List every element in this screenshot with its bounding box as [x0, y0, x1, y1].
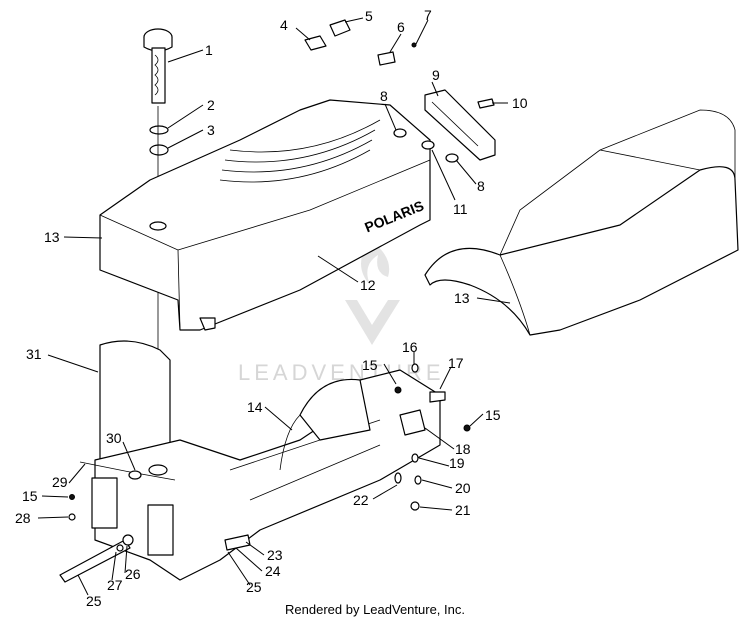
- stud-part-8-lower: [445, 153, 459, 163]
- stud-part-11: [421, 140, 435, 150]
- screw-part-7: [411, 42, 417, 48]
- spacer-part-20: [414, 475, 422, 485]
- callout-labels: 1 2 3 4 5 6 7 8 8 9 10 11 12 13 13 14 15…: [15, 7, 528, 609]
- nut-part-15-left: [69, 494, 75, 500]
- footer-credit: Rendered by LeadVenture, Inc.: [285, 602, 465, 617]
- nut-part-15-top: [394, 386, 402, 394]
- heat-shield-part-31: [99, 340, 171, 471]
- hose-part-14: [279, 414, 301, 471]
- callout-25-right: 25: [246, 579, 262, 595]
- washer-part-28: [68, 513, 76, 521]
- callout-27: 27: [107, 577, 123, 593]
- callout-8-lower: 8: [477, 178, 485, 194]
- rivet-part-16: [411, 363, 419, 373]
- grommet-part-2: [149, 125, 169, 135]
- callout-11: 11: [453, 201, 468, 217]
- callout-20: 20: [455, 480, 471, 496]
- nut-part-15-right: [463, 424, 471, 432]
- screw-part-10: [477, 98, 495, 109]
- fuel-cap-part-1: [143, 28, 173, 104]
- fitting-part-26: [122, 534, 134, 546]
- fuel-tank-assembly: [91, 369, 441, 581]
- callout-8-upper: 8: [380, 88, 388, 104]
- callout-19: 19: [449, 455, 465, 471]
- callout-21: 21: [455, 502, 471, 518]
- stud-part-8-upper: [393, 128, 407, 138]
- callout-23: 23: [267, 547, 283, 563]
- callout-31: 31: [26, 346, 42, 362]
- grommet-part-3: [149, 144, 169, 156]
- callout-13-right: 13: [454, 290, 470, 306]
- fuel-line-part-25: [59, 539, 131, 583]
- callout-2: 2: [207, 97, 215, 113]
- callout-18: 18: [455, 441, 471, 457]
- leader-lines: [37, 17, 511, 596]
- callout-1: 1: [205, 42, 213, 58]
- fastener-part-19: [411, 453, 419, 463]
- callout-4: 4: [280, 17, 288, 33]
- callout-13-left: 13: [44, 229, 60, 245]
- clip-part-5: [329, 19, 351, 37]
- bracket-part-17: [429, 391, 446, 403]
- callout-15-right: 15: [485, 407, 501, 423]
- latch-plate-part-9: [424, 89, 496, 161]
- callout-29: 29: [52, 474, 68, 490]
- callout-22: 22: [353, 492, 369, 508]
- clip-part-4: [304, 35, 327, 51]
- callout-15-left: 15: [22, 488, 38, 504]
- callout-26: 26: [125, 566, 141, 582]
- bolt-part-21: [410, 501, 420, 511]
- callout-3: 3: [207, 122, 215, 138]
- callout-16: 16: [402, 339, 418, 355]
- callout-25-left: 25: [86, 593, 102, 609]
- callout-12: 12: [360, 277, 376, 293]
- seat-foam-part-13: [424, 109, 739, 336]
- callout-30: 30: [106, 430, 122, 446]
- callout-6: 6: [397, 19, 405, 35]
- pin-part-22: [394, 472, 402, 484]
- clip-part-6: [377, 51, 396, 66]
- clamp-part-30: [128, 470, 142, 480]
- callout-17: 17: [448, 355, 464, 371]
- callout-5: 5: [365, 8, 373, 24]
- callout-7: 7: [424, 7, 432, 23]
- callout-10: 10: [512, 95, 528, 111]
- callout-9: 9: [432, 67, 440, 83]
- callout-14: 14: [247, 399, 263, 415]
- callout-15-top: 15: [362, 357, 378, 373]
- callout-28: 28: [15, 510, 31, 526]
- bracket-part-18: [399, 409, 426, 436]
- clamp-part-27: [116, 544, 124, 552]
- callout-24: 24: [265, 563, 281, 579]
- seat-cover-part-12: [99, 99, 431, 331]
